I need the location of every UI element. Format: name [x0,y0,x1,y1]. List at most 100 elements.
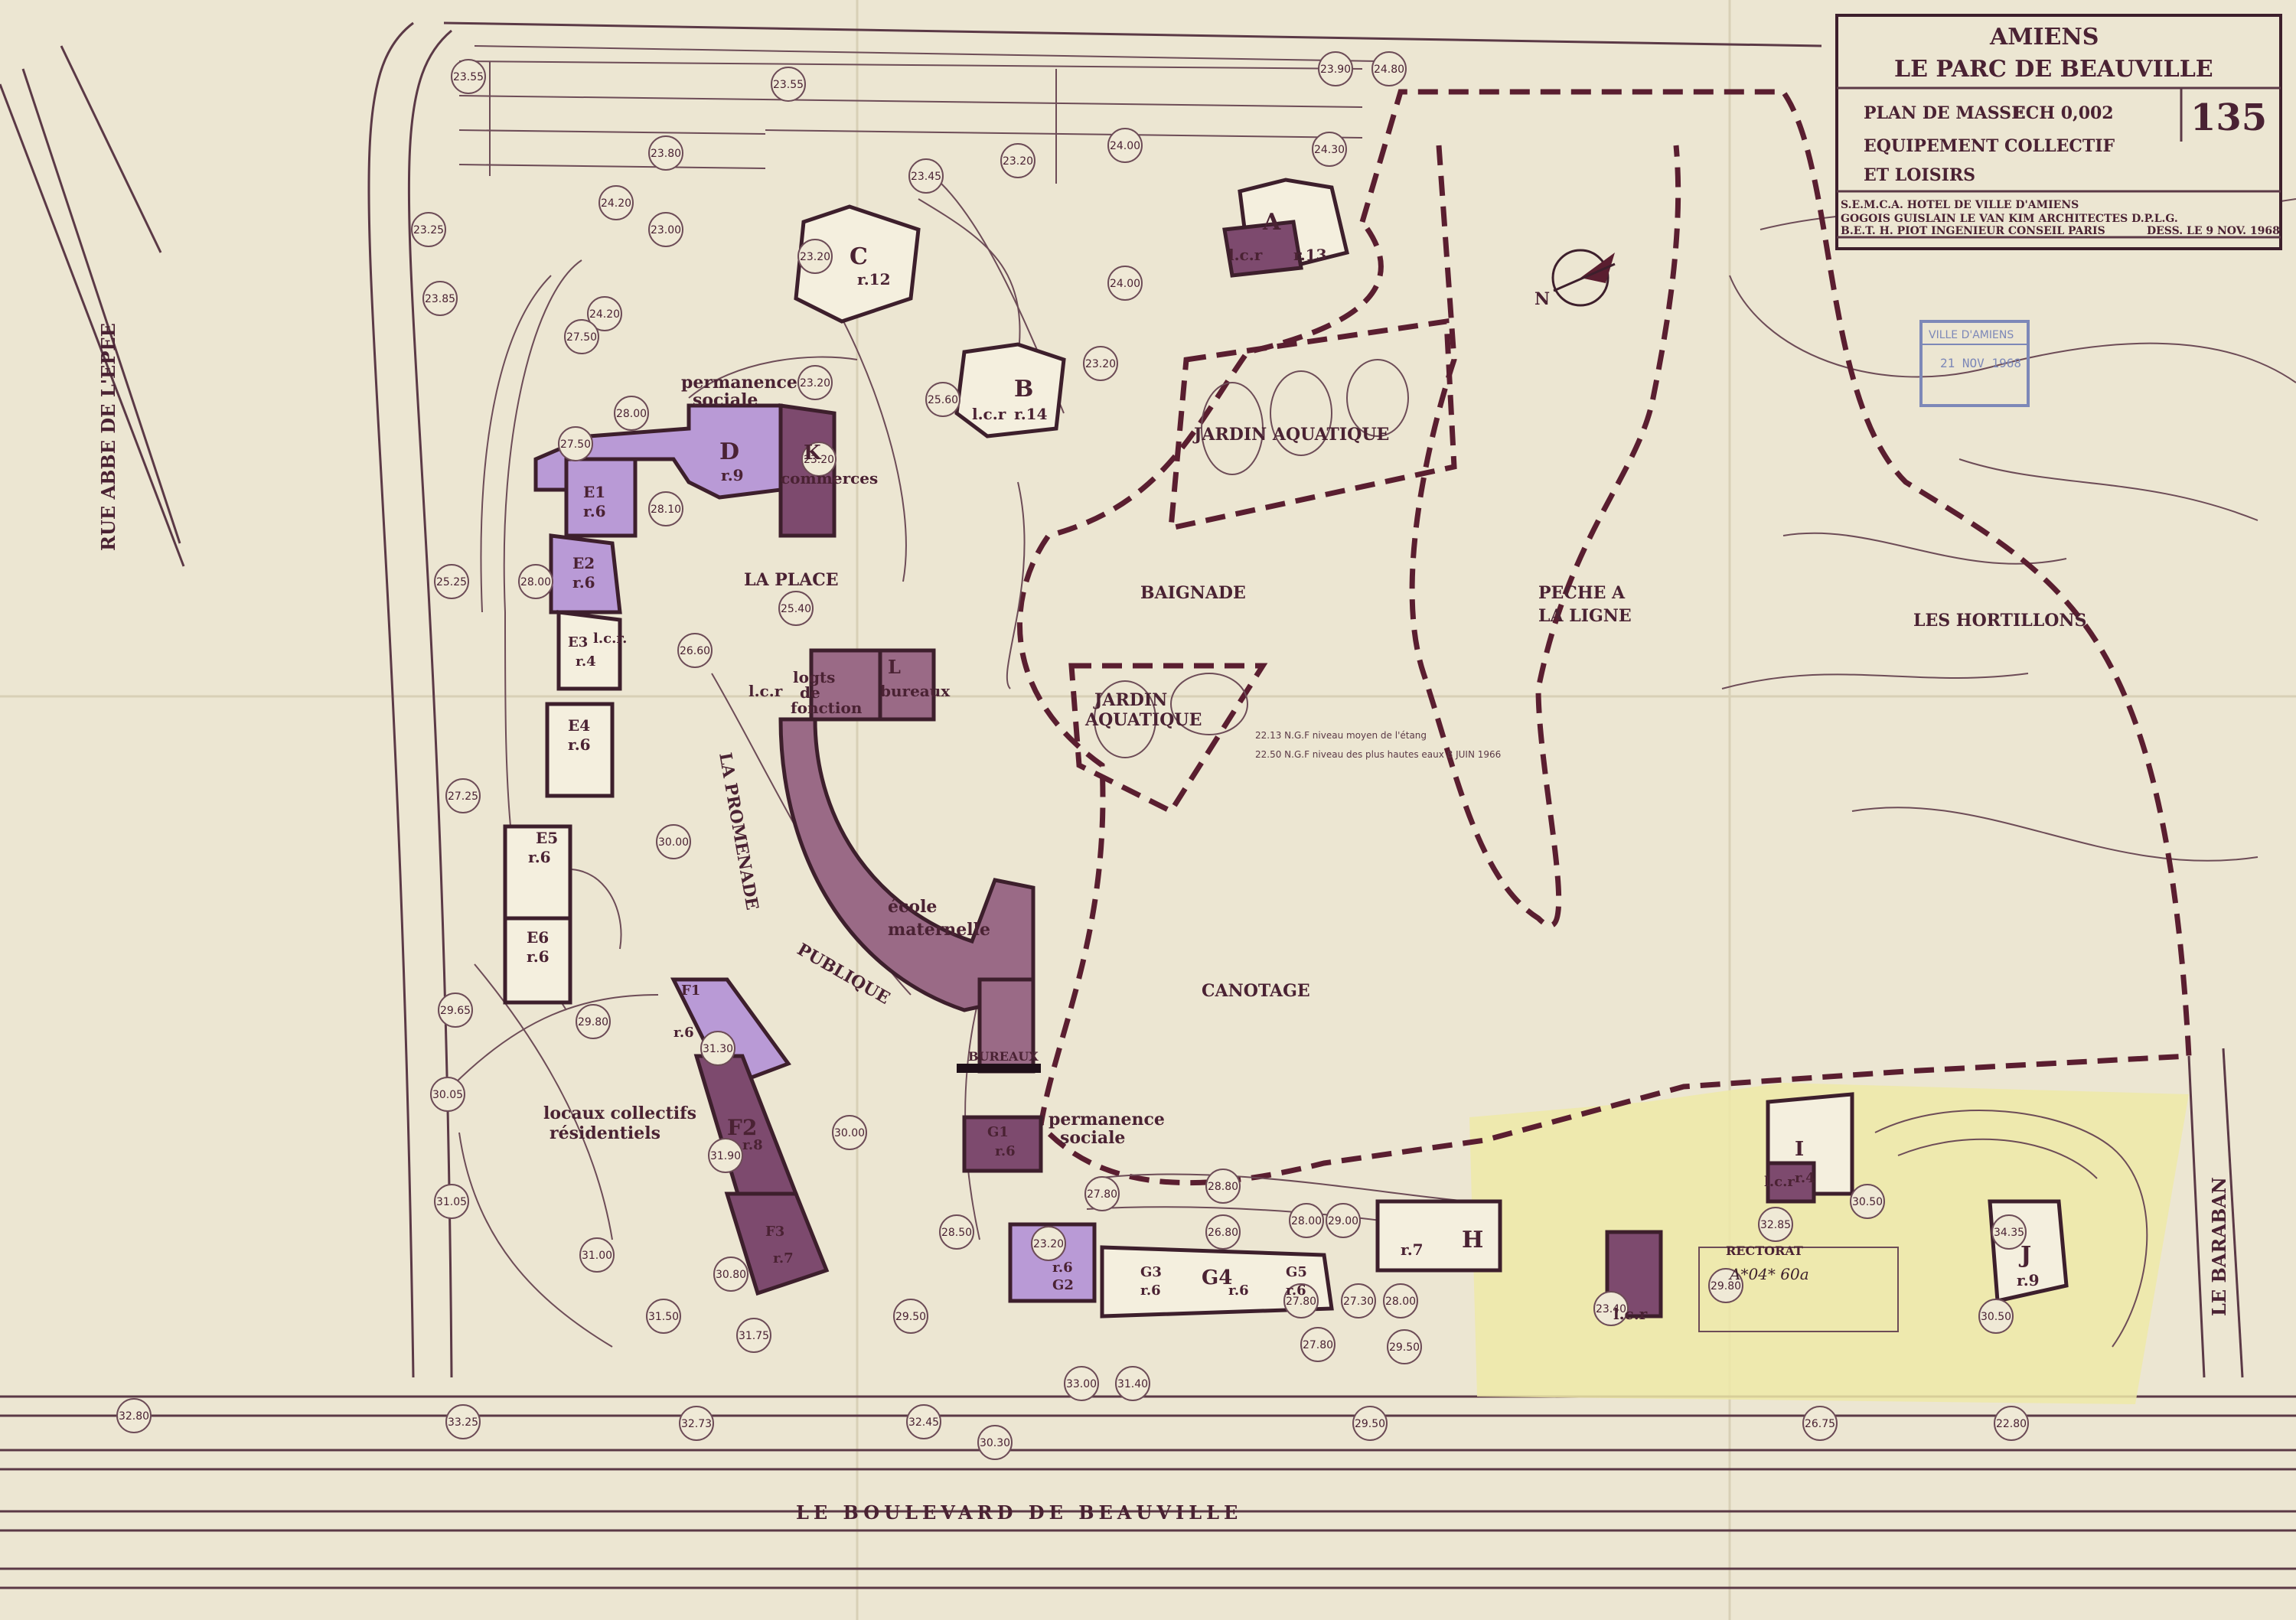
spot-level: 29.65 [438,993,473,1028]
spot-level: 30.50 [1978,1299,2014,1334]
engineer-line: B.E.T. H. PIOT INGENIEUR CONSEIL PARIS [1841,225,2105,237]
boulevard-lines [0,1395,2296,1589]
sheet-line1: PLAN DE MASSE [1864,103,2024,123]
building-d-note: r.9 [721,466,744,484]
sheet-line2: EQUIPEMENT COLLECTIF [1864,136,2115,156]
building-e4: E4 [568,716,590,735]
building-f3: F3 [765,1224,784,1240]
area-aquatique: AQUATIQUE [1084,710,1202,730]
spot-level-circle [797,239,833,274]
water-note-2: 22.50 N.G.F niveau des plus hautes eaux … [1255,749,1501,760]
label-permanence-2: permanence [1049,1110,1165,1129]
spot-level-value: 29.50 [895,1311,926,1323]
spot-level: 23.00 [648,212,683,247]
spot-level-value: 30.50 [1981,1311,2011,1323]
spot-level: 23.90 [1318,51,1353,86]
spot-level-value: 26.75 [1805,1418,1835,1430]
spot-level-circle [656,824,691,859]
building-e6: E6 [527,928,549,947]
spot-level: 30.30 [977,1425,1013,1460]
spot-level: 23.20 [797,365,833,400]
spot-level-circle [1107,266,1143,301]
spot-level-circle [1383,1283,1418,1318]
spot-level-circle [1031,1226,1066,1261]
spot-level-circle [1283,1283,1319,1318]
building-h-ground: l.c.r [1613,1305,1648,1323]
street-rue-abbe-de-l-epee: RUE ABBE DE L'EPEE [97,323,119,551]
spot-level-value: 28.10 [651,504,681,516]
spot-level: 25.40 [778,591,814,626]
spot-level-value: 23.20 [1033,1238,1064,1250]
spot-level: 24.30 [1312,132,1347,167]
spot-level: 31.75 [736,1318,771,1353]
spot-level-value: 24.30 [1314,144,1345,156]
spot-level: 23.20 [1083,346,1118,381]
label-commerces: commerces [781,469,878,487]
spot-level-value: 23.85 [425,293,455,305]
spot-level: 31.40 [1115,1366,1150,1401]
spot-level-value: 23.20 [800,377,830,390]
spot-level: 26.75 [1802,1406,1838,1441]
spot-level-circle [708,1138,743,1173]
spot-level: 32.80 [116,1398,152,1433]
spot-level: 27.80 [1283,1283,1319,1318]
building-g4: G4 [1202,1266,1232,1289]
spot-level-circle [434,564,469,599]
spot-level: 28.50 [939,1214,974,1250]
spot-level-circle [587,296,622,331]
building-e3: E3 [568,634,588,650]
spot-level: 23.20 [801,442,837,477]
spot-level: 29.50 [1352,1406,1388,1441]
building-a: A [1262,209,1281,236]
building-e6-note: r.6 [527,947,550,966]
spot-level-value: 24.20 [601,197,631,210]
spot-level-value: 31.05 [436,1196,467,1208]
spot-level: 23.25 [411,212,446,247]
label-ecole: école [888,897,937,917]
spot-level-value: 23.45 [911,171,941,183]
spot-level-value: 27.80 [1303,1339,1333,1351]
spot-level-value: 29.80 [578,1016,608,1028]
spot-level-circle [564,319,599,354]
spot-level-circle [1991,1214,2027,1250]
spot-level-circle [1326,1203,1361,1238]
building-g5-note: r.6 [1286,1283,1306,1299]
spot-level-value: 29.50 [1355,1418,1385,1430]
building-e3-note: r.4 [576,654,596,670]
street-le-baraban: LE BARABAN [2208,1177,2230,1316]
spot-level: 32.85 [1758,1207,1793,1242]
spot-level: 23.55 [771,67,806,102]
spot-level-value: 23.20 [1003,155,1033,168]
spot-level-circle [518,564,553,599]
spot-level-circle [832,1115,867,1150]
building-g4-note: r.6 [1228,1283,1249,1299]
label-bureaux: bureaux [880,682,951,700]
building-e4-note: r.6 [568,735,591,754]
sheet-line3: ET LOISIRS [1864,165,1975,185]
spot-level: 29.50 [1387,1329,1422,1364]
building-f2-note: r.8 [742,1137,763,1153]
building-g1-note: r.6 [995,1143,1016,1159]
spot-level: 31.00 [579,1237,615,1273]
spot-level: 29.80 [576,1004,611,1039]
spot-level-circle [576,1004,611,1039]
spot-level-value: 30.00 [834,1127,865,1139]
spot-level-value: 23.00 [651,224,681,236]
spot-level-value: 31.00 [582,1250,612,1262]
stamp-box [1919,320,2030,407]
spot-level-circle [1352,1406,1388,1441]
spot-level-circle [1758,1207,1793,1242]
building-a-note: r.13 [1293,246,1327,264]
spot-level-circle [906,1404,941,1439]
spot-level: 24.80 [1371,51,1407,86]
spot-level: 23.55 [451,59,486,94]
spot-level-value: 29.00 [1328,1215,1358,1227]
north-label: N [1534,289,1550,309]
spot-level: 23.20 [1000,143,1035,178]
spot-level: 27.30 [1341,1283,1376,1318]
spot-level-value: 31.90 [710,1150,741,1162]
garden-islands [1094,359,1409,758]
area-baignade: BAIGNADE [1140,583,1246,603]
spot-level-value: 23.40 [1596,1303,1626,1315]
stamp-line2: 21 NOV 1968 [1940,356,2021,370]
